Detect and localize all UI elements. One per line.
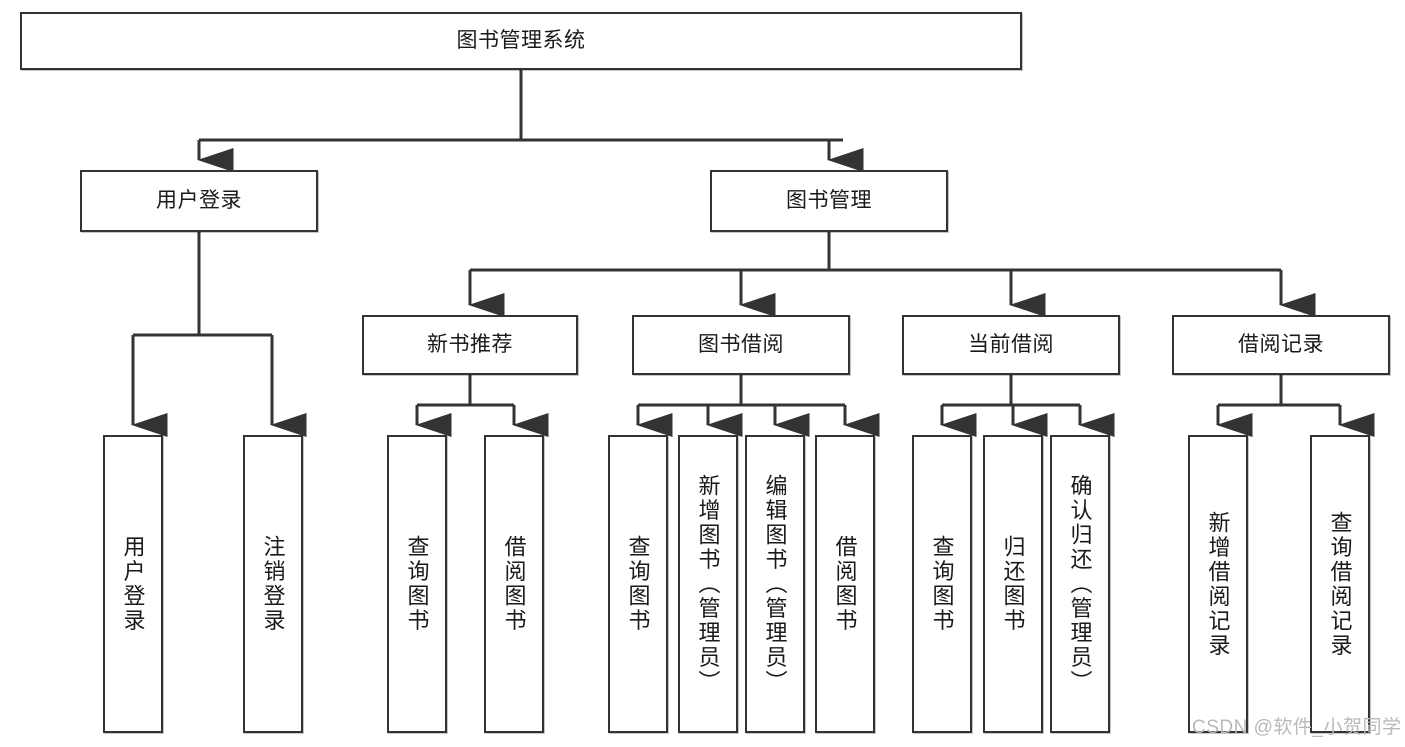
node-leaf-query-borrow-record-label: 查询借阅记录 <box>1327 510 1353 658</box>
node-leaf-query-book-a-label: 查询图书 <box>404 535 430 633</box>
node-root-label: 图书管理系统 <box>456 29 586 53</box>
node-leaf-logout-label: 注销登录 <box>260 535 286 633</box>
node-leaf-borrow-book-b-label: 借阅图书 <box>832 535 858 633</box>
node-leaf-add-borrow-record[interactable]: 新增借阅记录 <box>1188 435 1248 733</box>
node-leaf-return-book[interactable]: 归还图书 <box>983 435 1043 733</box>
node-leaf-query-borrow-record[interactable]: 查询借阅记录 <box>1310 435 1370 733</box>
node-leaf-confirm-return-admin-label: 确认归还（管理员） <box>1067 473 1093 695</box>
node-leaf-edit-book-admin[interactable]: 编辑图书（管理员） <box>745 435 805 733</box>
node-user-login-label: 用户登录 <box>156 189 242 213</box>
node-book-management[interactable]: 图书管理 <box>710 170 948 232</box>
node-leaf-return-book-label: 归还图书 <box>1000 535 1026 633</box>
node-book-borrow[interactable]: 图书借阅 <box>632 315 850 375</box>
node-leaf-user-login-label: 用户登录 <box>120 535 146 633</box>
node-leaf-confirm-return-admin[interactable]: 确认归还（管理员） <box>1050 435 1110 733</box>
node-leaf-add-borrow-record-label: 新增借阅记录 <box>1205 510 1231 658</box>
node-book-management-label: 图书管理 <box>786 189 872 213</box>
node-book-borrow-label: 图书借阅 <box>698 333 784 357</box>
node-new-book-recommend[interactable]: 新书推荐 <box>362 315 578 375</box>
node-leaf-logout[interactable]: 注销登录 <box>243 435 303 733</box>
node-current-borrow[interactable]: 当前借阅 <box>902 315 1120 375</box>
node-leaf-borrow-book-b[interactable]: 借阅图书 <box>815 435 875 733</box>
node-borrow-record[interactable]: 借阅记录 <box>1172 315 1390 375</box>
node-leaf-user-login[interactable]: 用户登录 <box>103 435 163 733</box>
node-leaf-edit-book-admin-label: 编辑图书（管理员） <box>762 473 788 695</box>
node-new-book-recommend-label: 新书推荐 <box>427 333 513 357</box>
node-leaf-query-book-c[interactable]: 查询图书 <box>912 435 972 733</box>
node-leaf-add-book-admin-label: 新增图书（管理员） <box>695 473 721 695</box>
node-borrow-record-label: 借阅记录 <box>1238 333 1324 357</box>
node-current-borrow-label: 当前借阅 <box>968 333 1054 357</box>
node-leaf-query-book-b[interactable]: 查询图书 <box>608 435 668 733</box>
csdn-watermark: CSDN @软件_小贺同学 <box>1192 717 1402 738</box>
node-leaf-borrow-book-a[interactable]: 借阅图书 <box>484 435 544 733</box>
node-leaf-query-book-a[interactable]: 查询图书 <box>387 435 447 733</box>
node-user-login[interactable]: 用户登录 <box>80 170 318 232</box>
node-leaf-borrow-book-a-label: 借阅图书 <box>501 535 527 633</box>
node-root[interactable]: 图书管理系统 <box>20 12 1022 70</box>
node-leaf-add-book-admin[interactable]: 新增图书（管理员） <box>678 435 738 733</box>
node-leaf-query-book-c-label: 查询图书 <box>929 535 955 633</box>
node-leaf-query-book-b-label: 查询图书 <box>625 535 651 633</box>
